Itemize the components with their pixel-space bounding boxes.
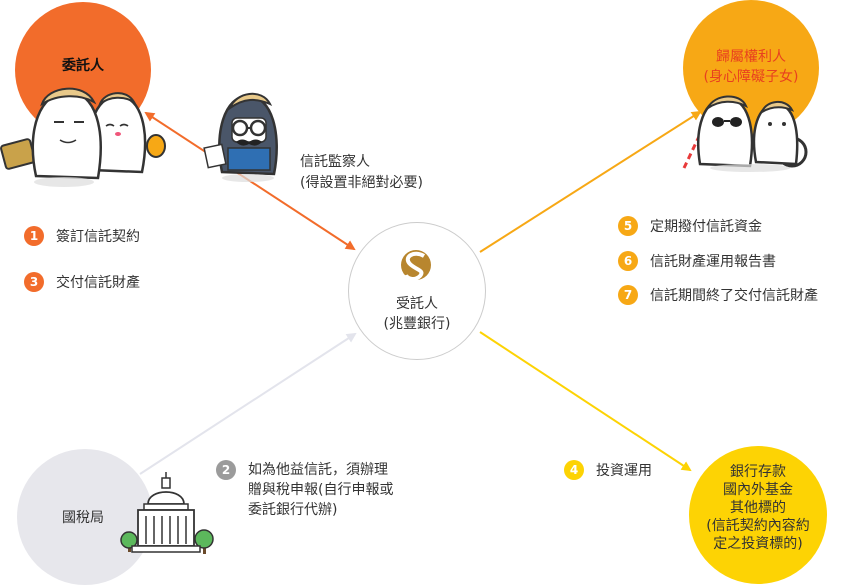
step-text: 如為他益信託，須辦理 贈與稅申報(自行申報或 委託銀行代辦) xyxy=(248,460,393,520)
investment-label-line: 其他標的 xyxy=(730,500,786,516)
step-text-line: 贈與稅申報(自行申報或 xyxy=(248,482,394,498)
investment-circle xyxy=(689,446,827,584)
trustee-sublabel: (兆豐銀行) xyxy=(383,316,451,332)
trustee-label: 受託人 xyxy=(396,296,438,312)
investment-label-line: (信託契約內容約 xyxy=(706,518,810,534)
investment-labels: 銀行存款 國內外基金 其他標的 (信託契約內容約 定之投資標的) xyxy=(689,463,827,553)
step-text: 信託期間終了交付信託財產 xyxy=(650,288,818,304)
trustee-circle xyxy=(348,222,486,360)
step-number-badge: 2 xyxy=(216,460,236,480)
investment-label-line: 銀行存款 xyxy=(730,464,786,480)
settlor-label: 委託人 xyxy=(62,58,104,74)
tax-bureau-label: 國稅局 xyxy=(62,510,104,526)
step-3: 3 交付信託財產 xyxy=(24,272,140,292)
supervisor-note: (得設置非絕對必要) xyxy=(300,175,423,191)
step-text-line: 委託銀行代辦) xyxy=(248,502,338,518)
step-text: 簽訂信託契約 xyxy=(56,229,140,245)
step-7: 7 信託期間終了交付信託財產 xyxy=(618,285,818,305)
tax-trustee-arrow xyxy=(139,332,357,475)
investment-label-line: 定之投資標的) xyxy=(713,536,803,552)
tax-bureau-circle xyxy=(17,449,153,585)
supervisor-title: 信託監察人 xyxy=(300,154,370,170)
step-1: 1 簽訂信託契約 xyxy=(24,226,140,246)
step-text-line: 如為他益信託，須辦理 xyxy=(248,462,388,478)
step-text: 投資運用 xyxy=(596,463,652,479)
beneficiary-sublabel: (身心障礙子女) xyxy=(703,69,799,85)
step-4: 4 投資運用 xyxy=(564,460,652,480)
step-6: 6 信託財產運用報告書 xyxy=(618,251,776,271)
step-5: 5 定期撥付信託資金 xyxy=(618,216,762,236)
step-number-badge: 6 xyxy=(618,251,638,271)
step-number-badge: 4 xyxy=(564,460,584,480)
beneficiary-label: 歸屬權利人 xyxy=(716,49,786,65)
step-number-badge: 1 xyxy=(24,226,44,246)
step-text: 交付信託財產 xyxy=(56,275,140,291)
step-text: 定期撥付信託資金 xyxy=(650,219,762,235)
step-text: 信託財產運用報告書 xyxy=(650,254,776,270)
trustee-investment-arrow xyxy=(479,331,692,472)
investment-label-line: 國內外基金 xyxy=(723,482,793,498)
trustee-beneficiary-arrow xyxy=(479,110,702,253)
step-number-badge: 3 xyxy=(24,272,44,292)
step-number-badge: 7 xyxy=(618,285,638,305)
step-number-badge: 5 xyxy=(618,216,638,236)
step-2: 2 如為他益信託，須辦理 贈與稅申報(自行申報或 委託銀行代辦) xyxy=(216,460,393,520)
